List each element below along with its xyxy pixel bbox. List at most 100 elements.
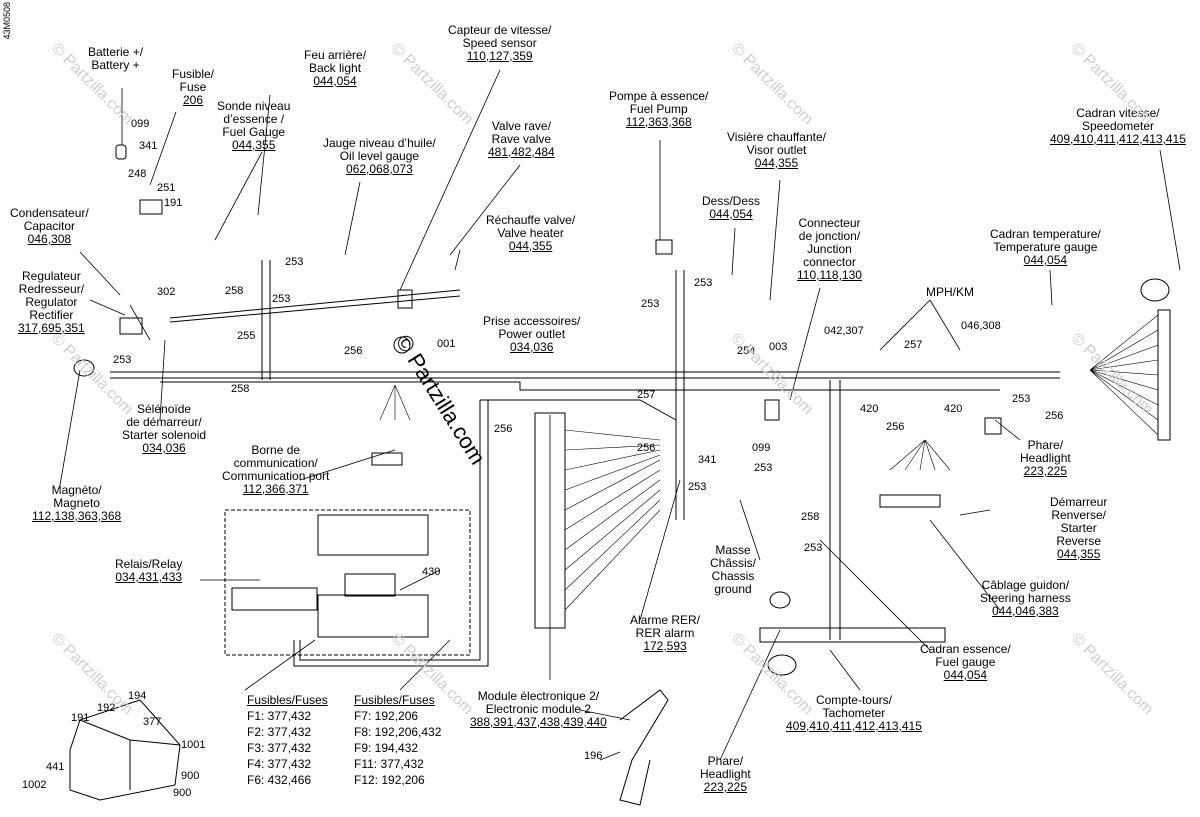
speedometer-body <box>1140 278 1170 302</box>
rer-harness <box>619 689 669 806</box>
code-253: 253 <box>694 277 713 289</box>
code-341: 341 <box>698 454 717 466</box>
left-harness-vertical <box>261 260 271 380</box>
code-003: 003 <box>769 341 788 353</box>
main-harness-upper <box>110 371 1060 379</box>
ecm-loop <box>293 400 489 667</box>
tach-body <box>767 654 797 676</box>
code-377: 377 <box>143 716 162 728</box>
code-255: 255 <box>237 330 256 342</box>
code-046-308: 046,308 <box>961 320 1001 332</box>
code-191: 191 <box>71 712 90 724</box>
code-099: 099 <box>131 118 150 130</box>
code-900: 900 <box>181 770 200 782</box>
code-253: 253 <box>688 481 707 493</box>
code-254: 254 <box>737 345 756 357</box>
code-258: 258 <box>225 285 244 297</box>
code-256: 256 <box>886 421 905 433</box>
code-248: 248 <box>128 168 147 180</box>
headlight-r-body <box>984 417 1002 435</box>
label-mph-km: MPH/KM <box>926 285 974 299</box>
code-251: 251 <box>157 182 176 194</box>
copyright-mark <box>393 336 411 354</box>
code-191: 191 <box>164 197 183 209</box>
code-194: 194 <box>128 690 147 702</box>
code-099: 099 <box>752 442 771 454</box>
relay-block-1 <box>231 587 318 611</box>
code-258: 258 <box>801 511 820 523</box>
right-vertical <box>829 380 841 640</box>
fuse-list-left: Fusibles/Fuses F1: 377,432 F2: 377,432 F… <box>247 693 328 787</box>
fuse-box-outline <box>224 509 471 656</box>
code-256: 256 <box>1045 410 1064 422</box>
code-256: 256 <box>637 442 656 454</box>
code-441: 441 <box>46 761 65 773</box>
code-253: 253 <box>641 298 660 310</box>
fuse-row-lower <box>317 594 429 638</box>
fuse-harness <box>480 399 677 421</box>
battery-terminal <box>115 144 127 160</box>
code-253: 253 <box>754 462 773 474</box>
code-001: 001 <box>437 338 456 350</box>
code-192: 192 <box>97 702 116 714</box>
fuse-row-upper <box>317 514 429 556</box>
junction-body <box>764 399 780 421</box>
label-battery: Batterie +/Battery + <box>88 45 144 72</box>
tach-strip <box>759 627 946 643</box>
fuse-list-right: Fusibles/Fuses F7: 192,206 F8: 192,206,4… <box>354 693 442 787</box>
center-vertical <box>675 270 685 520</box>
ecm2-box <box>534 412 566 629</box>
code-900: 900 <box>173 787 192 799</box>
code-341: 341 <box>139 140 158 152</box>
fuse-box-iso <box>69 699 181 801</box>
steering-block <box>879 494 941 508</box>
rave-valve-body <box>397 289 413 309</box>
fuse-holder <box>139 199 163 215</box>
main-harness-lower <box>160 381 1000 391</box>
code-257: 257 <box>637 389 656 401</box>
regulator-body <box>119 317 143 335</box>
code-253: 253 <box>113 354 132 366</box>
code-420: 420 <box>860 403 879 415</box>
speedo-strip <box>1157 309 1171 441</box>
code-430: 430 <box>422 566 441 578</box>
code-253: 253 <box>272 293 291 305</box>
harness-top-left <box>169 289 461 323</box>
code-1001: 1001 <box>181 739 206 751</box>
code-253: 253 <box>1012 393 1031 405</box>
code-302: 302 <box>157 286 176 298</box>
code-420: 420 <box>944 403 963 415</box>
code-196: 196 <box>584 750 603 762</box>
magneto-body <box>73 359 95 377</box>
code-253: 253 <box>285 256 304 268</box>
code-256: 256 <box>344 345 363 357</box>
code-253: 253 <box>804 542 823 554</box>
code-256: 256 <box>494 423 513 435</box>
